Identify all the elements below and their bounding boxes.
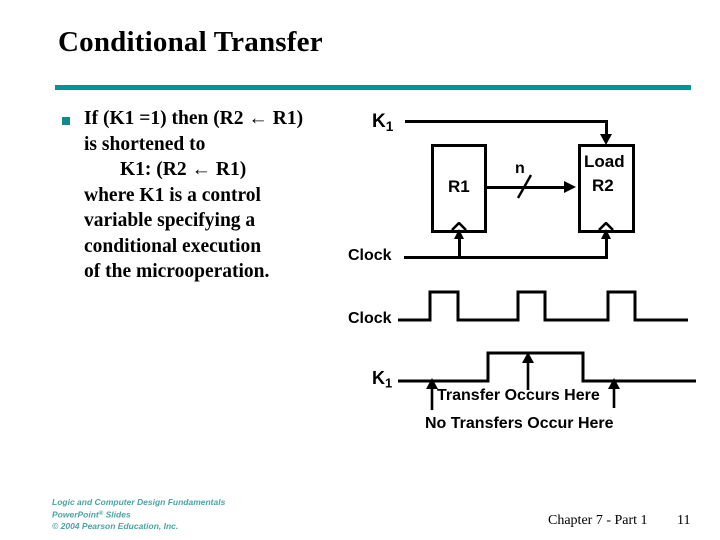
timing-clock-waveform [398,290,688,322]
clock-bus-horizontal [404,256,608,259]
timing-k1-label: K1 [372,368,393,391]
block-clock-label: Clock [348,247,392,264]
bus-width-slash-icon [516,174,533,199]
clock-branch-r2 [605,238,608,259]
block-k1-label: K1 [372,111,394,134]
bus-width-label: n [515,160,525,177]
k1-control-wire-vertical [605,120,608,138]
no-transfers-annotation: No Transfers Occur Here [425,415,614,432]
register-r1-box [431,144,487,233]
data-bus-arrowhead-icon [564,181,576,193]
title-divider [55,85,691,90]
bullet-square-icon [62,117,70,125]
transfer-occurs-annotation: Transfer Occurs Here [437,387,600,404]
clock-branch-r1 [458,238,461,259]
clock-arrowhead-r2-icon [601,229,611,239]
bullet-line-1: If (K1 =1) then (R2 ← R1) [84,108,304,129]
footer-page-number: 11 [677,513,691,528]
footer-credit-line-3: © 2004 Pearson Education, Inc. [52,520,179,531]
bullet-line-7: of the microoperation. [84,261,270,282]
footer-chapter-label: Chapter 7 - Part 1 [548,513,648,528]
footer-credit: Logic and Computer Design Fundamentals P… [52,497,225,532]
k1-control-arrowhead-icon [600,134,612,145]
bullet-line-3: K1: (R2 ← R1) [120,159,247,180]
footer-credit-line-1: Logic and Computer Design Fundamentals [52,497,226,507]
bullet-line-5: variable specifying a [84,210,256,231]
timing-clock-label: Clock [348,310,392,327]
footer-credit-line-2: PowerPoint® Slides [52,509,131,520]
bullet-line-6: conditional execution [84,235,262,257]
r1-clock-edge-chevron-icon [451,222,467,231]
register-r2-box [578,144,635,233]
register-r1-label: R1 [448,177,470,196]
timing-k1-waveform [398,351,696,383]
no-transfer-arrow-right-icon [608,378,620,408]
r2-clock-edge-chevron-icon [598,222,614,231]
k1-control-wire-horizontal [405,120,607,123]
transfer-arrow-middle-icon [522,352,534,390]
bullet-line-4: where K1 is a control [84,184,261,206]
bullet-line-2: is shortened to [84,133,206,155]
page-title: Conditional Transfer [58,26,323,58]
no-transfer-arrow-left-icon [426,378,438,410]
data-bus-line [487,186,567,189]
bullet-text: If (K1 =1) then (R2 ← R1) is shortened t… [84,106,384,285]
register-r2-label: R2 [592,176,614,195]
clock-arrowhead-r1-icon [454,229,464,239]
register-r2-load-label: Load [584,152,625,171]
